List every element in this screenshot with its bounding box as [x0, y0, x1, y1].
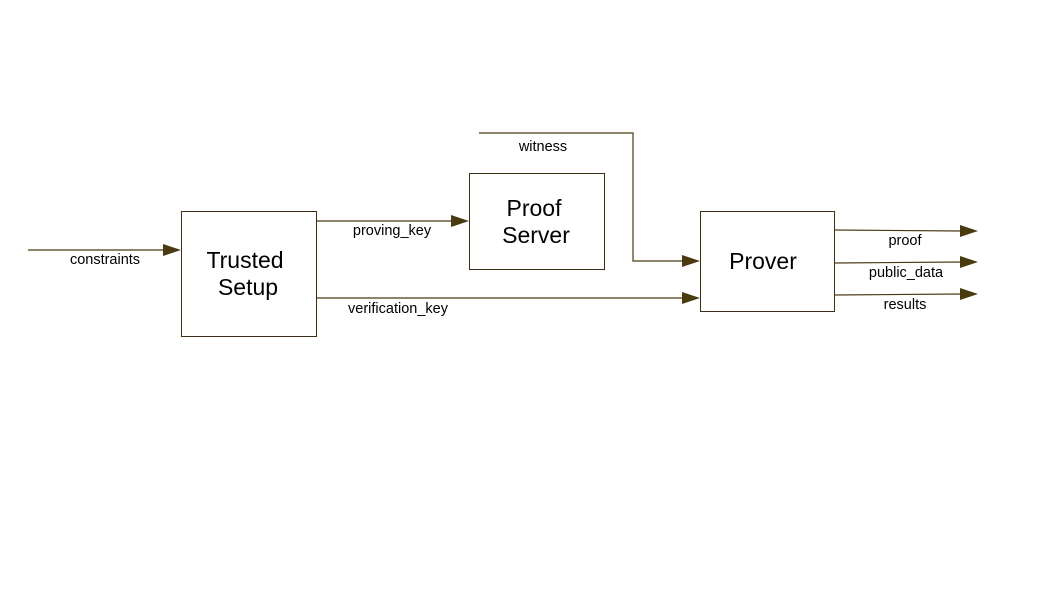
verification-key-label: verification_key: [348, 301, 449, 317]
verification-key-edge: verification_key: [316, 292, 700, 317]
proving-key-edge: proving_key: [316, 215, 469, 239]
trusted-setup-box: [181, 211, 317, 337]
verification-key-arrowhead: [682, 292, 700, 304]
prover-node: Prover: [700, 211, 835, 312]
trusted-setup-label-line2: Setup: [218, 274, 278, 300]
proof-server-box: [469, 173, 605, 270]
constraints-label: constraints: [70, 252, 140, 268]
prover-label: Prover: [729, 248, 797, 274]
public-data-label: public_data: [869, 265, 944, 281]
witness-label: witness: [518, 139, 567, 155]
constraints-arrowhead: [163, 244, 181, 256]
proving-key-label: proving_key: [353, 223, 432, 239]
prover-box: [700, 211, 835, 312]
witness-arrowhead: [682, 255, 700, 267]
witness-edge: witness: [479, 132, 700, 267]
public-data-arrow-line: [833, 261, 963, 264]
proof-server-node: Proof Server: [469, 173, 605, 270]
proof-server-label-line1: Proof: [507, 195, 563, 221]
proof-server-label-line2: Server: [502, 222, 570, 248]
witness-arrow-line: [479, 132, 684, 262]
public-data-edge: public_data: [833, 256, 978, 281]
proof-label: proof: [888, 233, 922, 249]
proof-arrowhead: [960, 225, 978, 237]
trusted-setup-node: Trusted Setup: [181, 211, 317, 337]
proving-key-arrowhead: [451, 215, 469, 227]
trusted-setup-label-line1: Trusted: [206, 247, 283, 273]
proof-edge: proof: [833, 225, 978, 249]
results-arrow-line: [833, 293, 963, 296]
constraints-edge: constraints: [28, 244, 181, 268]
results-label: results: [884, 297, 927, 313]
results-arrowhead: [960, 288, 978, 300]
public-data-arrowhead: [960, 256, 978, 268]
proof-arrow-line: [833, 229, 963, 232]
results-edge: results: [833, 288, 978, 313]
